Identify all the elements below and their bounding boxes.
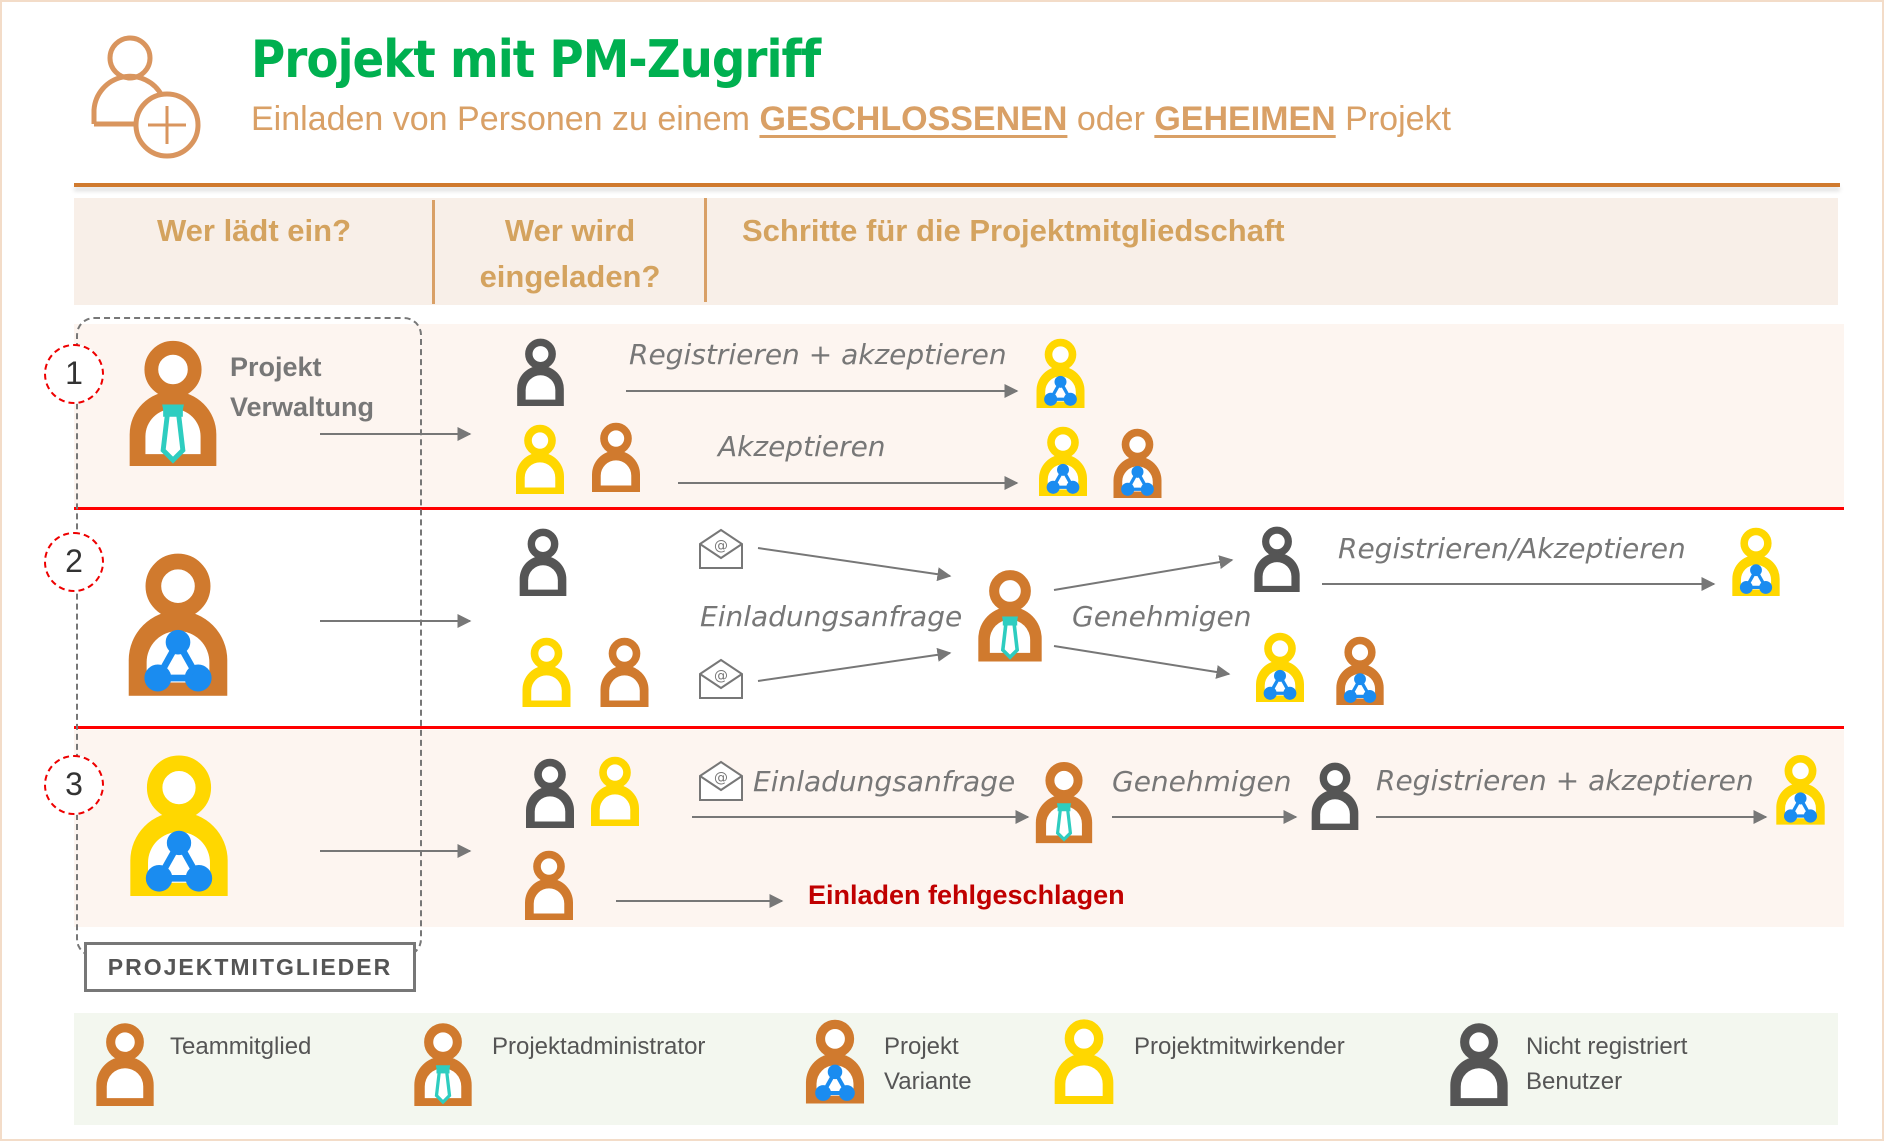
- legend-label-line1: Projekt: [884, 1033, 959, 1060]
- unregistered-user-icon: [522, 756, 578, 828]
- row-number-1: 1: [44, 344, 104, 404]
- step-label: Registrieren + akzeptieren: [629, 338, 1007, 371]
- project-variant-icon: [802, 1016, 868, 1104]
- subtitle-text: oder: [1067, 100, 1155, 138]
- page-title: Projekt mit PM-Zugriff: [251, 30, 821, 90]
- project-variant-icon: [1109, 426, 1166, 498]
- arrow: [757, 547, 952, 582]
- contributor-variant-icon: [1035, 424, 1091, 496]
- arrow: [1053, 555, 1234, 591]
- contributor-icon: [586, 754, 644, 826]
- project-variant-icon: [122, 548, 234, 696]
- legend: [74, 1013, 1838, 1125]
- unregistered-user-icon: [516, 526, 570, 596]
- legend-label-line2: Benutzer: [1526, 1068, 1623, 1095]
- row-3-band: [74, 730, 1844, 927]
- unregistered-user-icon: [1446, 1020, 1512, 1106]
- header-divider: [74, 183, 1840, 187]
- inviter-label-line1: Projekt: [230, 352, 322, 382]
- column-who-invited-line1: Wer wird: [504, 213, 636, 248]
- contributor-variant-icon: [1773, 752, 1828, 825]
- contributor-variant-icon: [1252, 630, 1308, 702]
- step-label: Genehmigen: [1072, 600, 1252, 633]
- step-label: Einladungsanfrage: [753, 765, 1016, 798]
- inviter-label-line2: Verwaltung: [230, 392, 375, 422]
- row-separator: [74, 726, 1844, 729]
- contributor-variant-icon: [122, 750, 236, 896]
- contributor-variant-icon: [1032, 336, 1089, 408]
- legend-label: Projektadministrator: [492, 1033, 706, 1060]
- step-label: Akzeptieren: [718, 430, 886, 463]
- column-steps: Schritte für die Projektmitgliedschaft: [742, 213, 1285, 248]
- add-person-icon: [91, 35, 201, 159]
- contributor-icon: [512, 422, 568, 494]
- project-members-label: PROJEKTMITGLIEDER: [84, 942, 416, 992]
- team-member-icon: [520, 848, 578, 920]
- row-number-3: 3: [44, 755, 104, 815]
- legend-label: Projektmitwirkender: [1134, 1033, 1345, 1060]
- unregistered-user-icon: [1250, 524, 1304, 592]
- subtitle-text: Einladen von Personen zu einem: [251, 100, 760, 138]
- envelope-icon: [698, 658, 744, 700]
- project-admin-icon: [974, 566, 1046, 662]
- invite-failed-label: Einladen fehlgeschlagen: [808, 880, 1125, 910]
- column-who-invited: Wer wird eingeladen?: [435, 208, 705, 300]
- envelope-icon: [698, 528, 744, 570]
- step-label: Registrieren + akzeptieren: [1376, 764, 1754, 797]
- page-subtitle: Einladen von Personen zu einem GESCHLOSS…: [251, 100, 1451, 139]
- arrow: [1053, 645, 1231, 679]
- contributor-icon: [1050, 1016, 1118, 1104]
- project-admin-icon: [410, 1020, 476, 1106]
- step-label: Einladungsanfrage: [700, 600, 963, 633]
- legend-label: Teammitglied: [170, 1033, 312, 1060]
- row-number-2: 2: [44, 532, 104, 592]
- team-member-icon: [92, 1020, 158, 1106]
- step-label: Registrieren/Akzeptieren: [1338, 532, 1686, 565]
- row-separator: [74, 507, 1844, 510]
- unregistered-user-icon: [1308, 760, 1362, 830]
- row-1-band: [74, 324, 1844, 508]
- column-divider: [704, 198, 707, 302]
- project-admin-icon: [1032, 758, 1096, 844]
- column-who-invited-line2: eingeladen?: [479, 259, 661, 294]
- arrow: [757, 647, 952, 682]
- column-who-invites: Wer lädt ein?: [156, 213, 352, 248]
- legend-label-line1: Nicht registriert: [1526, 1033, 1688, 1060]
- project-admin-icon: [122, 336, 224, 466]
- team-member-icon: [596, 635, 653, 707]
- unregistered-user-icon: [512, 336, 569, 406]
- envelope-icon: [698, 760, 744, 802]
- contributor-icon: [518, 635, 575, 707]
- project-variant-icon: [1332, 634, 1388, 705]
- step-label: Genehmigen: [1112, 765, 1292, 798]
- contributor-variant-icon: [1728, 525, 1784, 596]
- column-divider: [432, 200, 435, 304]
- subtitle-secret: GEHEIMEN: [1154, 100, 1336, 138]
- subtitle-text: Projekt: [1335, 100, 1451, 138]
- column-header-band: [74, 198, 1838, 305]
- team-member-icon: [588, 420, 644, 492]
- subtitle-closed: GESCHLOSSENEN: [759, 100, 1068, 138]
- legend-label-line2: Variante: [884, 1068, 972, 1095]
